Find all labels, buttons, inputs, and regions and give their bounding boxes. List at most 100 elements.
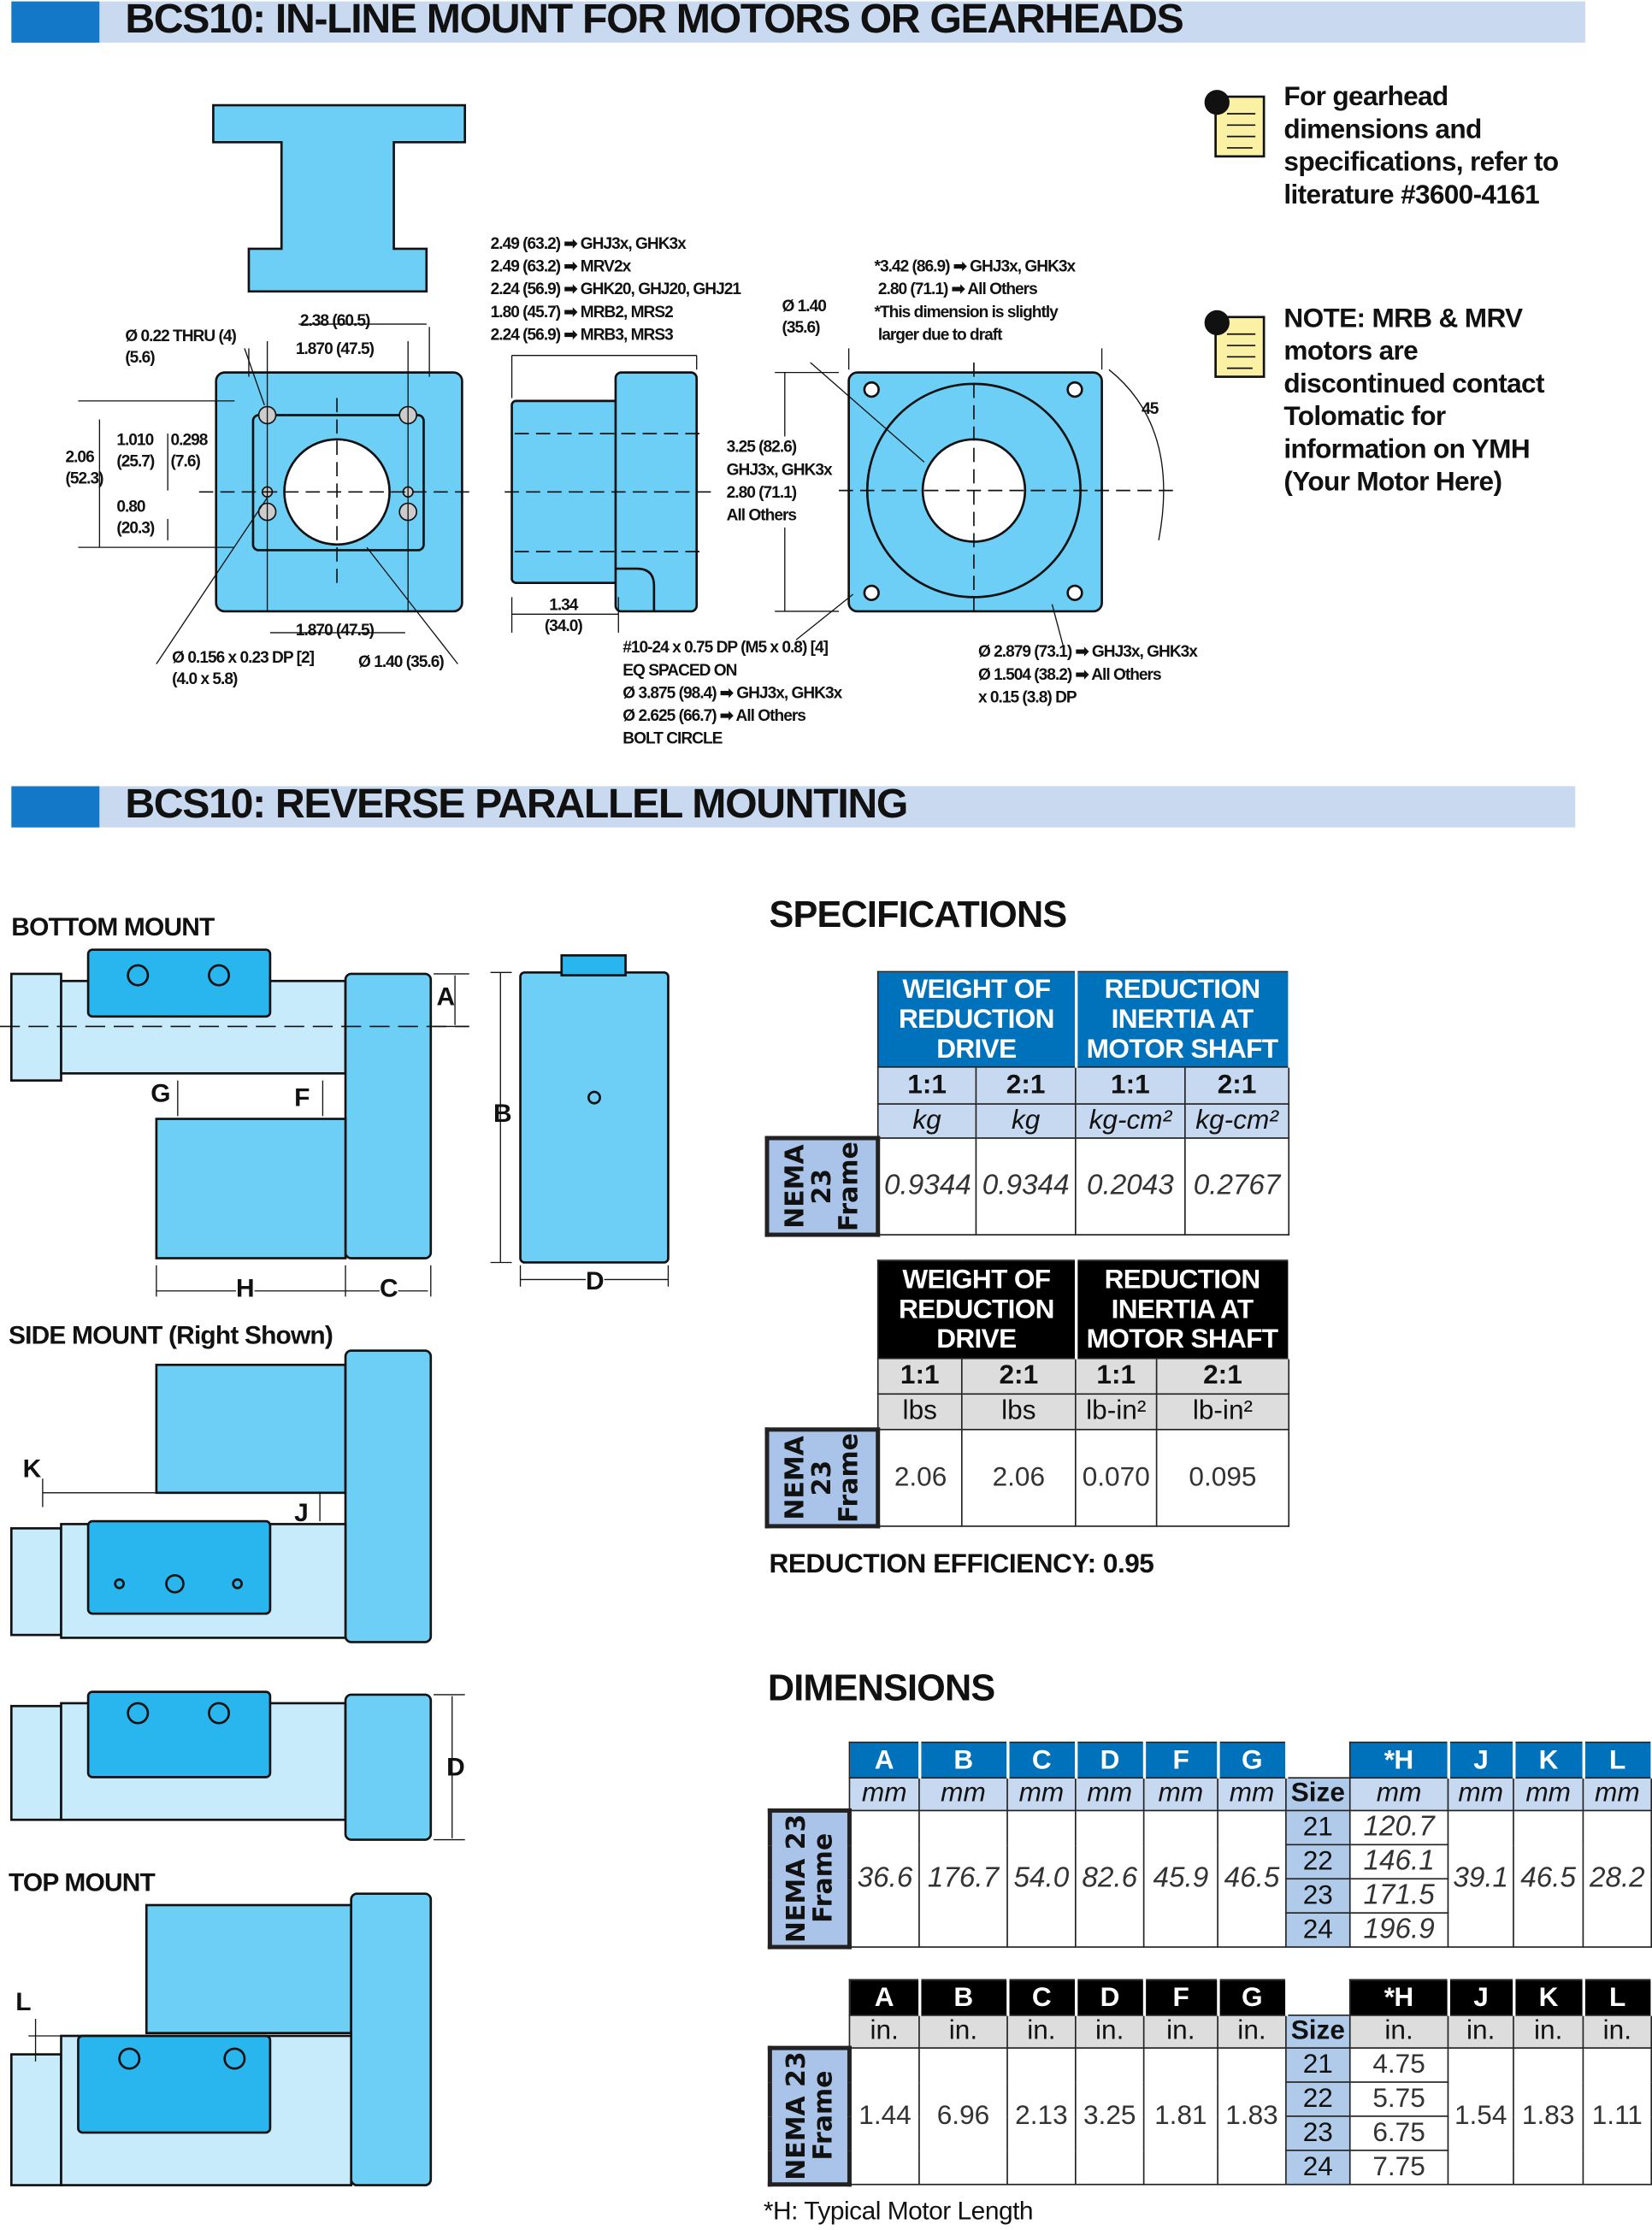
dim-g-label: G xyxy=(150,1078,171,1108)
unit-cell: in. xyxy=(1217,2015,1287,2049)
angle-label: 45 xyxy=(1142,400,1159,418)
row-label: NEMA 23 Frame xyxy=(781,2051,839,2181)
specifications-imperial-table: WEIGHT OF REDUCTION DRIVE REDUCTION INER… xyxy=(764,1260,1290,1529)
dim-j-value: 1.54 xyxy=(1447,2047,1514,2186)
column-header: A xyxy=(848,1741,921,1779)
dim-h-value: 196.9 xyxy=(1348,1912,1449,1948)
unit-cell: mm xyxy=(1513,1777,1584,1812)
unit-cell: in. xyxy=(1142,2015,1218,2049)
dim-a-value: 36.6 xyxy=(848,1809,920,1948)
square-dimension-label: *3.42 (86.9) ➡ GHJ3x, GHK3x 2.80 (71.1) … xyxy=(874,258,1077,345)
pilot-label: Ø 2.879 (73.1) ➡ GHJ3x, GHK3x Ø 1.504 (3… xyxy=(977,644,1198,707)
dim-h-value: 146.1 xyxy=(1348,1844,1449,1880)
column-header: J xyxy=(1447,1741,1515,1779)
unit-cell: in. xyxy=(1447,2015,1514,2049)
column-header: K xyxy=(1513,1979,1585,2016)
value-cell: 0.095 xyxy=(1155,1429,1290,1527)
value-cell: 0.2043 xyxy=(1075,1137,1186,1236)
motor-size-cell: 22 xyxy=(1285,1844,1351,1880)
unit-cell: lb-in² xyxy=(1075,1393,1158,1431)
column-header: F xyxy=(1142,1979,1219,2016)
unit-cell: mm xyxy=(1447,1777,1514,1812)
bottom-mount-drawing xyxy=(0,948,670,1297)
dim-b-label: B xyxy=(493,1099,512,1128)
dim-b-value: 176.7 xyxy=(918,1809,1008,1948)
inertia-header: REDUCTION INERTIA AT MOTOR SHAFT xyxy=(1075,970,1290,1068)
unit-cell: mm xyxy=(1217,1777,1287,1812)
dim-a-label: A xyxy=(436,982,456,1012)
footnote: *H: Typical Motor Length xyxy=(763,2196,1034,2226)
column-header: J xyxy=(1447,1979,1515,2016)
unit-cell: in. xyxy=(848,2015,920,2049)
dim-l-value: 1.11 xyxy=(1582,2047,1652,2186)
dim-080-label: 0.80 (20.3) xyxy=(116,499,155,538)
dim-c-label: C xyxy=(379,1273,398,1304)
dim-k-label: K xyxy=(22,1454,42,1484)
ratio-cell: 1:1 xyxy=(1075,1357,1158,1395)
column-header: L xyxy=(1582,1741,1652,1779)
unit-cell: mm xyxy=(918,1777,1008,1812)
row-label: NEMA 23 Frame xyxy=(780,1142,864,1232)
unit-cell: lbs xyxy=(876,1393,963,1431)
specifications-metric-table: WEIGHT OF REDUCTION DRIVE REDUCTION INER… xyxy=(764,970,1290,1237)
ratio-cell: 1:1 xyxy=(876,1357,963,1395)
unit-cell: mm xyxy=(1075,1777,1145,1812)
dim-k-value: 1.83 xyxy=(1513,2047,1584,2186)
motor-size-cell: 24 xyxy=(1285,2150,1351,2186)
dim-l-value: 28.2 xyxy=(1582,1809,1652,1948)
dim-h-value: 171.5 xyxy=(1348,1878,1449,1914)
unit-cell: lb-in² xyxy=(1155,1393,1290,1431)
weight-header: WEIGHT OF REDUCTION DRIVE xyxy=(876,1260,1077,1360)
dim-d-label: D xyxy=(586,1266,605,1297)
ratio-cell: 2:1 xyxy=(1155,1357,1290,1395)
dim-d-side-label: D xyxy=(446,1753,465,1782)
unit-cell: in. xyxy=(1582,2015,1652,2049)
column-header: L xyxy=(1582,1979,1652,2016)
gearhead-reference-note: For gearhead dimensions and specificatio… xyxy=(1283,82,1559,211)
dim-j-value: 39.1 xyxy=(1447,1809,1514,1948)
unit-cell: kg xyxy=(975,1103,1077,1139)
column-header: D xyxy=(1075,1741,1146,1779)
unit-cell: in. xyxy=(1075,2015,1145,2049)
dim-d-value: 3.25 xyxy=(1075,2047,1145,2186)
column-header: B xyxy=(918,1741,1009,1779)
value-cell: 2.06 xyxy=(876,1429,963,1527)
column-header: *H xyxy=(1348,1979,1450,2016)
dowel-label: Ø 0.156 x 0.23 DP [2] (4.0 x 5.8) xyxy=(172,649,315,688)
row-label: NEMA 23 Frame xyxy=(780,1432,864,1523)
bolt-circle-label: #10-24 x 0.75 DP (M5 x 0.8) [4] EQ SPACE… xyxy=(622,640,842,748)
size-header: Size xyxy=(1285,2015,1351,2049)
section-header-reverse: BCS10: REVERSE PARALLEL MOUNTING xyxy=(11,782,1576,828)
unit-cell: kg xyxy=(876,1103,977,1139)
dim-j-label: J xyxy=(294,1498,309,1527)
width-label: 2.38 (60.5) xyxy=(299,312,371,330)
motor-size-cell: 23 xyxy=(1285,1878,1351,1914)
bottom-mount-label: BOTTOM MOUNT xyxy=(11,912,215,941)
value-cell: 2.06 xyxy=(960,1429,1077,1527)
ratio-cell: 2:1 xyxy=(960,1357,1077,1395)
motor-size-cell: 21 xyxy=(1285,2047,1351,2083)
thru-holes-label: Ø 0.22 THRU (4) (5.6) xyxy=(125,328,237,367)
specifications-heading: SPECIFICATIONS xyxy=(769,893,1068,936)
column-header: G xyxy=(1217,1741,1288,1779)
value-cell: 0.9344 xyxy=(876,1137,977,1236)
column-header: *H xyxy=(1348,1741,1450,1779)
unit-cell: in. xyxy=(1006,2015,1077,2049)
hole-spacing-bottom-label: 1.870 (47.5) xyxy=(295,622,375,640)
top-mount-drawing xyxy=(9,1892,433,2186)
ratio-cell: 2:1 xyxy=(975,1066,1077,1105)
unit-cell: mm xyxy=(1006,1777,1077,1812)
dim-c-value: 54.0 xyxy=(1006,1809,1077,1948)
section-title: BCS10: REVERSE PARALLEL MOUNTING xyxy=(125,782,908,828)
unit-cell: in. xyxy=(1513,2015,1584,2049)
column-header: K xyxy=(1513,1741,1585,1779)
size-header: Size xyxy=(1285,1777,1351,1812)
dimensions-heading: DIMENSIONS xyxy=(767,1666,995,1709)
column-header: B xyxy=(918,1979,1009,2016)
side-mount-label: SIDE MOUNT (Right Shown) xyxy=(8,1320,333,1349)
dim-h-label: H xyxy=(236,1273,255,1304)
